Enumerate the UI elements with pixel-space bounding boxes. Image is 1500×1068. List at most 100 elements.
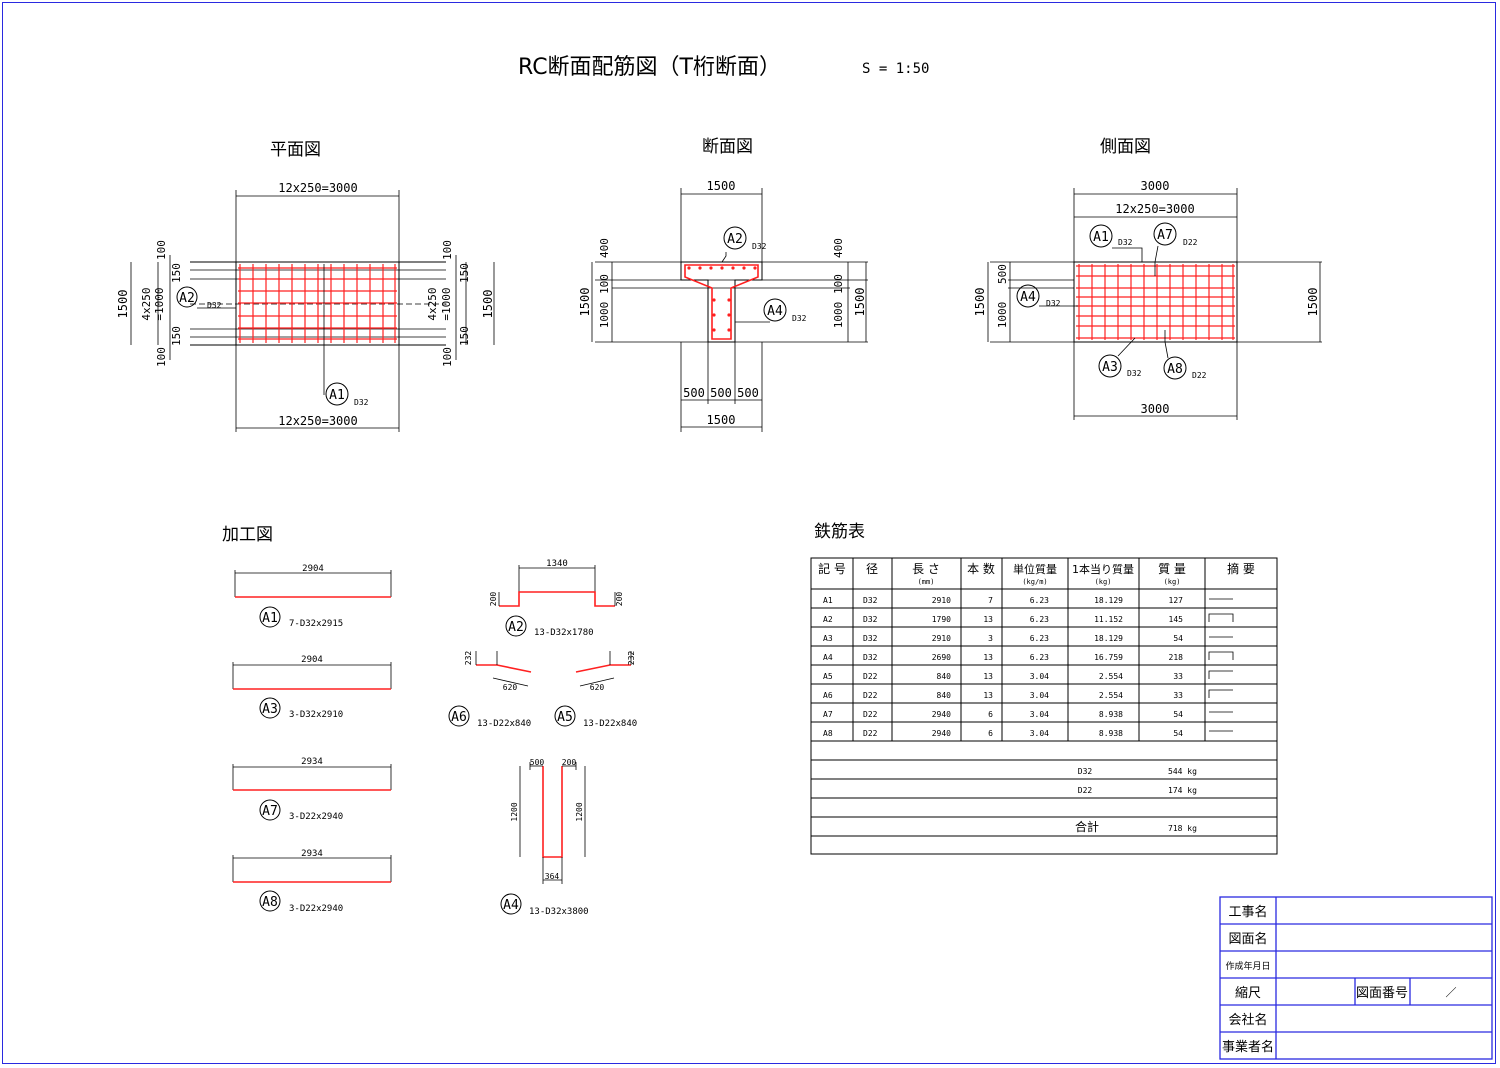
plan-dim-right-total: 1500	[481, 290, 495, 319]
table-cell: A3	[823, 634, 833, 643]
bend-a5-side: 232	[627, 651, 636, 666]
table-sum-d22-label: D22	[1078, 786, 1093, 795]
bend-a5-len: 620	[590, 683, 605, 692]
bend-a6-len: 620	[503, 683, 518, 692]
bend-a2-side-l: 200	[489, 592, 498, 607]
titleblock-contractor: 事業者名	[1222, 1039, 1274, 1055]
drawing-scale: S = 1:50	[862, 61, 929, 77]
plan-dim-right-100-top: 100	[441, 240, 454, 260]
table-cell: D32	[863, 653, 878, 662]
bend-a7: 2934 A7 3-D22x2940	[232, 757, 392, 822]
table-cell: 127	[1169, 596, 1184, 605]
table-cell: 2.554	[1099, 691, 1123, 700]
table-header-mass: 質 量	[1158, 561, 1186, 576]
table-cell: D22	[863, 729, 878, 738]
titleblock-date: 作成年月日	[1225, 960, 1270, 972]
bend-a8: 2934 A8 3-D22x2940	[232, 849, 392, 914]
table-cell: 54	[1173, 710, 1183, 719]
bend-a2-len: 1340	[546, 559, 568, 569]
table-cell: 840	[937, 672, 952, 681]
side-a4-label: A4	[1020, 290, 1036, 305]
table-cell: 6.23	[1030, 634, 1049, 643]
section-rebar-loop	[684, 264, 759, 340]
processing-view: 2904 A1 7-D32x2915 2904 A3 3-D32x2910 29…	[232, 559, 637, 917]
table-cell: D22	[863, 672, 878, 681]
rebar-table: 記 号 径 長 さ 本 数 単位質量 1本当り質量 質 量 摘 要 (mm) (…	[810, 557, 1278, 855]
table-cell: 218	[1169, 653, 1184, 662]
bend-a5-label: A5	[557, 710, 573, 725]
section-dim-bottom: 1500	[707, 413, 736, 427]
bend-a7-len: 2934	[301, 757, 323, 767]
bend-a4-label: A4	[503, 898, 519, 913]
side-a1-bar: D32	[1118, 238, 1133, 247]
side-a7-label: A7	[1157, 228, 1173, 243]
table-cell: 13	[983, 691, 993, 700]
table-header-mark: 記 号	[818, 561, 846, 576]
table-cell: 13	[983, 672, 993, 681]
bend-a1-len: 2904	[302, 564, 324, 574]
bend-a2-label: A2	[508, 620, 524, 635]
table-header-remarks: 摘 要	[1227, 561, 1255, 576]
section-dim-top: 1500	[707, 179, 736, 193]
table-cell: 2910	[932, 634, 951, 643]
plan-dim-bottom: 12x250=3000	[278, 414, 357, 428]
table-cell: 3.04	[1030, 691, 1049, 700]
section-dim-left-400: 400	[598, 238, 611, 258]
plan-a1-label: A1	[329, 388, 345, 403]
plan-a2-label: A2	[179, 291, 195, 306]
plan-a2-bar: D32	[207, 301, 222, 310]
plan-dim-right-mid2: =1000	[440, 287, 453, 320]
side-rebar-grid	[1076, 264, 1235, 340]
bend-a1-label: A1	[262, 611, 278, 626]
bend-a5-spec: 13-D22x840	[583, 719, 637, 729]
table-row: A8 D22 2940 6 3.04 8.938 54	[823, 729, 1183, 738]
table-cell: 33	[1173, 691, 1183, 700]
table-cell: D22	[863, 710, 878, 719]
section-a2-bar: D32	[752, 242, 767, 251]
table-cell: 6.23	[1030, 615, 1049, 624]
title-block: 工事名 図面名 作成年月日 縮尺 図面番号 ／ 会社名 事業者名	[1219, 896, 1493, 1060]
table-cell: 33	[1173, 672, 1183, 681]
section-a4-callout	[763, 298, 787, 322]
plan-a1-callout	[325, 382, 349, 406]
table-header-count: 本 数	[967, 561, 995, 576]
side-dim-left-500: 500	[996, 264, 1009, 284]
section-dim-right-1000: 1000	[832, 302, 845, 329]
table-cell: 145	[1169, 615, 1184, 624]
processing-view-title: 加工図	[222, 525, 273, 545]
bend-a3-spec: 3-D32x2910	[289, 710, 343, 720]
bend-a3-len: 2904	[301, 655, 323, 665]
side-dim-right-total: 1500	[1306, 288, 1320, 317]
table-cell: A8	[823, 729, 833, 738]
table-cell: A4	[823, 653, 833, 662]
table-cell: 3.04	[1030, 729, 1049, 738]
bend-a2-side-r: 200	[615, 592, 624, 607]
table-subheader-mass: (kg)	[1164, 578, 1181, 586]
table-cell: 13	[983, 653, 993, 662]
side-a3-label: A3	[1102, 360, 1118, 375]
section-dim-right-400: 400	[832, 238, 845, 258]
table-cell: 2.554	[1099, 672, 1123, 681]
table-cell: 3.04	[1030, 672, 1049, 681]
bend-a4-top2: 200	[562, 758, 577, 767]
plan-dim-left-mid1: 4x250	[140, 287, 153, 320]
plan-view-title: 平面図	[270, 140, 321, 160]
section-a4-label: A4	[767, 304, 783, 319]
table-cell: 6	[988, 710, 993, 719]
section-a4-bar: D32	[792, 314, 807, 323]
table-header-unit-mass: 単位質量	[1013, 562, 1057, 576]
table-row: A6 D22 840 13 3.04 2.554 33	[823, 691, 1183, 700]
table-row: A1 D32 2910 7 6.23 18.129 127	[823, 596, 1183, 605]
bend-a4-bottom: 364	[545, 872, 560, 881]
side-a8-callout	[1163, 356, 1187, 380]
table-sum-d22-value: 174 kg	[1168, 786, 1197, 795]
table-cell: 16.759	[1094, 653, 1123, 662]
section-a2-callout	[723, 226, 747, 250]
bend-a4: 500 200 1200 1200 364 A4 13-D32x3800	[500, 758, 589, 917]
table-cell: D32	[863, 634, 878, 643]
side-a1-label: A1	[1093, 230, 1109, 245]
table-cell: 6.23	[1030, 596, 1049, 605]
table-cell: 18.129	[1094, 634, 1123, 643]
